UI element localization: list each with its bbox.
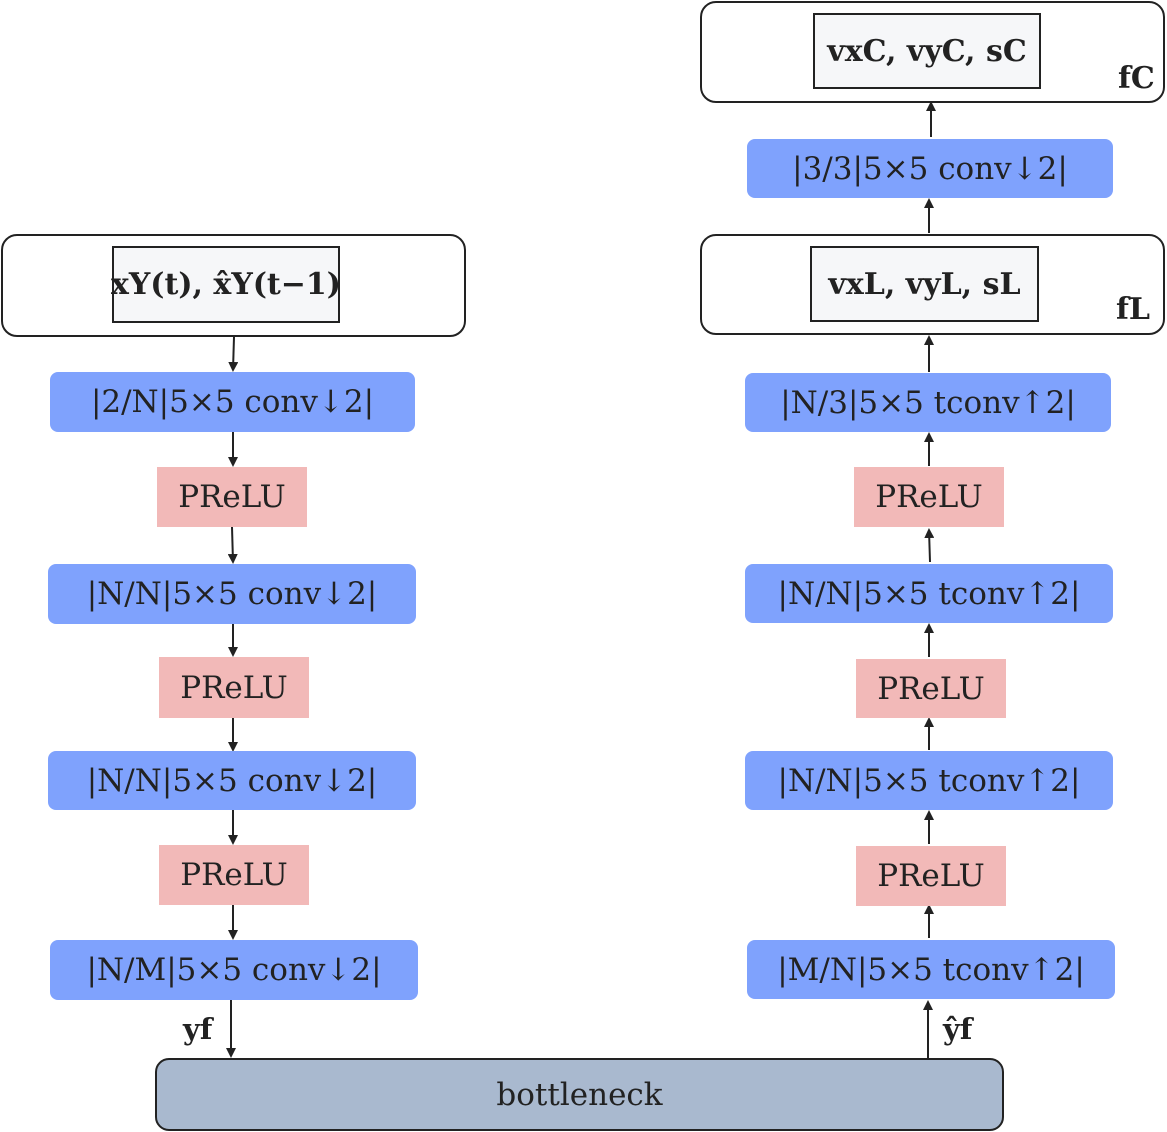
encoder-conv-4: |N/M|5×5 conv↓2| (50, 940, 418, 1000)
encoder-prelu-3-label: PReLU (180, 857, 288, 893)
coarse-output-corner-label: fC (1118, 61, 1155, 96)
fine-output-box: vxL, vyL, sL (810, 246, 1039, 322)
decoder-prelu-3: PReLU (854, 467, 1004, 527)
encoder-conv-2-label: |N/N|5×5 conv↓2| (86, 576, 378, 612)
coarse-conv: |3/3|5×5 conv↓2| (747, 139, 1113, 198)
arrow-prelu1-to-conv2 (227, 526, 238, 564)
decoder-prelu-2: PReLU (856, 659, 1006, 718)
arrow-input-to-conv1 (228, 336, 239, 372)
decoder-tconv-4: |N/3|5×5 tconv↑2| (745, 373, 1111, 432)
encoder-input-label: xY(t), x̂Y(t−1) (111, 267, 341, 302)
encoder-conv-2: |N/N|5×5 conv↓2| (48, 564, 416, 624)
decoder-tconv-1-label: |M/N|5×5 tconv↑2| (777, 951, 1085, 988)
encoder-conv-3-label: |N/N|5×5 conv↓2| (86, 762, 378, 799)
encoder-prelu-3: PReLU (159, 845, 309, 905)
decoder-tconv-3: |N/N|5×5 tconv↑2| (745, 564, 1113, 623)
fine-output-corner-label: fL (1116, 292, 1150, 327)
coarse-output-frame: vxC, vyC, sC fC (700, 1, 1165, 103)
encoder-conv-1-label: |2/N|5×5 conv↓2| (90, 384, 375, 420)
encoder-prelu-1-label: PReLU (178, 479, 286, 515)
decoder-tconv-2: |N/N|5×5 tconv↑2| (745, 751, 1113, 810)
decoder-prelu-3-label: PReLU (875, 479, 983, 515)
decoder-prelu-2-label: PReLU (877, 670, 985, 707)
fine-output-label: vxL, vyL, sL (828, 266, 1021, 302)
encoder-prelu-2-label: PReLU (180, 669, 288, 706)
coarse-conv-label: |3/3|5×5 conv↓2| (792, 150, 1068, 187)
decoder-prelu-1: PReLU (856, 846, 1006, 906)
fine-output-frame: vxL, vyL, sL fL (700, 234, 1165, 335)
coarse-output-label: vxC, vyC, sC (827, 33, 1027, 69)
coarse-output-box: vxC, vyC, sC (813, 13, 1041, 89)
encoder-output-label: yf (183, 1012, 213, 1046)
encoder-conv-4-label: |N/M|5×5 conv↓2| (86, 952, 382, 988)
arrow-tconv3-to-prelu3 (924, 528, 935, 563)
decoder-tconv-4-label: |N/3|5×5 tconv↑2| (780, 384, 1076, 421)
decoder-tconv-2-label: |N/N|5×5 tconv↑2| (777, 762, 1081, 799)
encoder-input-box: xY(t), x̂Y(t−1) (111, 246, 341, 323)
bottleneck-box: bottleneck (155, 1058, 1004, 1131)
encoder-prelu-1: PReLU (157, 467, 307, 527)
decoder-tconv-3-label: |N/N|5×5 tconv↑2| (777, 575, 1081, 612)
decoder-prelu-1-label: PReLU (877, 858, 985, 894)
encoder-prelu-2: PReLU (159, 657, 309, 718)
bottleneck-label: bottleneck (496, 1076, 663, 1113)
encoder-conv-1: |2/N|5×5 conv↓2| (50, 372, 415, 432)
decoder-input-label: ŷf (943, 1012, 973, 1046)
encoder-input-frame: xY(t), x̂Y(t−1) (1, 234, 466, 337)
encoder-conv-3: |N/N|5×5 conv↓2| (48, 751, 416, 810)
decoder-tconv-1: |M/N|5×5 tconv↑2| (747, 940, 1115, 999)
